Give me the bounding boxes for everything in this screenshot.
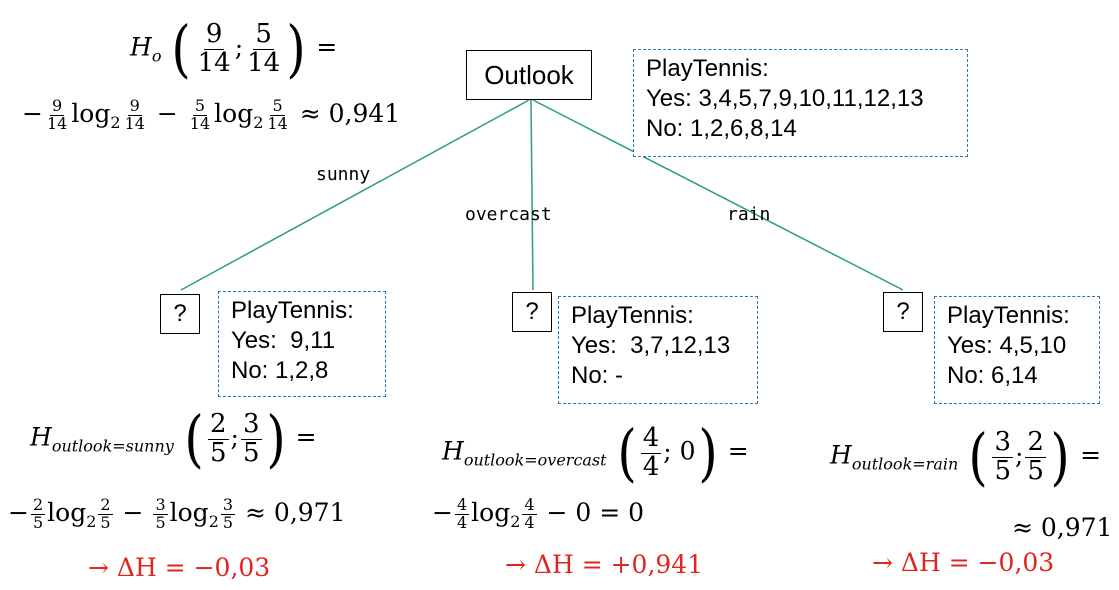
info-title: PlayTennis: [571,302,694,329]
root-node-outlook[interactable]: Outlook [466,50,592,100]
info-title: PlayTennis: [947,302,1070,329]
entropy-subscript: o [151,46,162,66]
edge-label-sunny: sunny [316,164,371,185]
entropy-symbol: H [130,32,152,62]
root-node-label: Outlook [484,59,574,90]
edge-label-overcast: overcast [465,204,552,225]
entropy-result: ≈ 0,941 [299,98,401,128]
overcast-delta: → ΔH = +0,941 [505,550,704,579]
info-no: No: 6,14 [947,362,1038,389]
child-node-sunny[interactable]: ? [160,294,200,334]
rain-delta: → ΔH = −0,03 [872,548,1055,577]
info-yes: Yes: 4,5,10 [947,332,1067,359]
info-yes: Yes: 3,7,12,13 [571,332,731,359]
edge-rain-line [532,99,904,291]
child-node-label: ? [525,298,539,325]
root-info-box: PlayTennis: Yes: 3,4,5,7,9,10,11,12,13 N… [633,49,968,157]
right-paren: ) [286,12,307,85]
sunny-info-box: PlayTennis: Yes: 9,11 No: 1,2,8 [218,291,386,397]
equals-sign: = [316,32,338,62]
info-no: No: 1,2,6,8,14 [646,115,797,142]
info-no: No: - [571,362,624,389]
overcast-info-box: PlayTennis: Yes: 3,7,12,13 No: - [558,296,758,404]
child-node-label: ? [896,298,910,325]
info-no: No: 1,2,8 [231,357,329,384]
rain-info-box: PlayTennis: Yes: 4,5,10 No: 6,14 [934,296,1100,404]
info-yes: Yes: 9,11 [231,327,336,354]
info-title: PlayTennis: [646,55,769,82]
child-node-overcast[interactable]: ? [512,292,552,332]
child-node-label: ? [173,300,187,327]
edge-sunny-line [180,99,530,291]
edge-overcast-line [530,99,534,291]
info-title: PlayTennis: [231,297,354,324]
info-yes: Yes: 3,4,5,7,9,10,11,12,13 [646,85,924,112]
separator: ; [234,32,244,62]
rain-entropy-result: ≈ 0,971 [1012,513,1113,542]
left-paren: ( [171,12,192,85]
sunny-delta: → ΔH = −0,03 [88,553,271,582]
edge-label-rain: rain [727,204,771,225]
child-node-rain[interactable]: ? [883,292,923,332]
